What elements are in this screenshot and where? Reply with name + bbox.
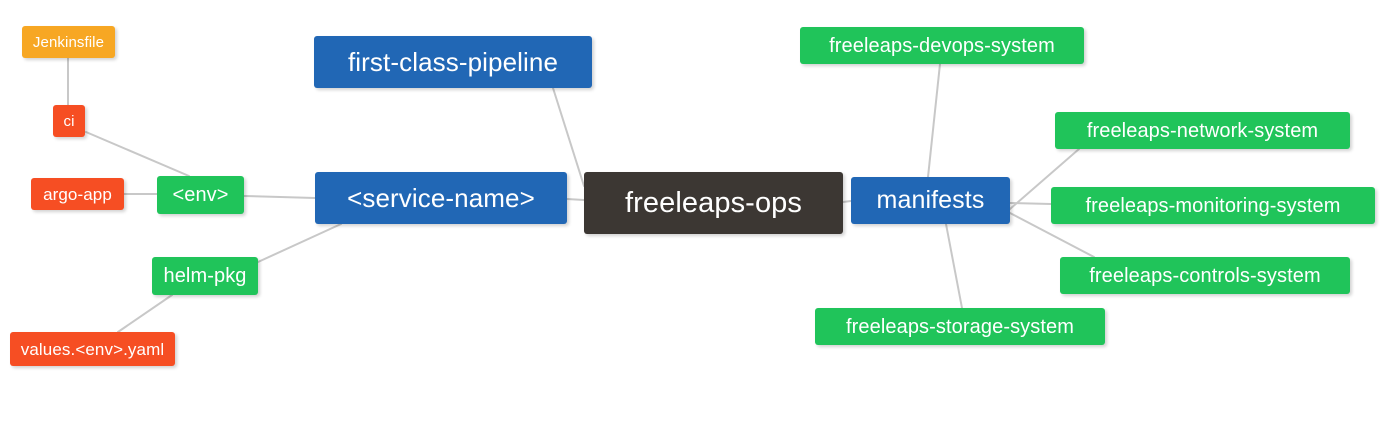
node-helm-pkg[interactable]: helm-pkg (152, 257, 258, 295)
edge-service-name-to-env (243, 195, 316, 199)
node-freeleaps-controls-system[interactable]: freeleaps-controls-system (1060, 257, 1350, 294)
node-freeleaps-ops[interactable]: freeleaps-ops (584, 172, 843, 234)
edge-manifests-to-freeleaps-monitoring-system (1009, 202, 1052, 205)
node-freeleaps-monitoring-system[interactable]: freeleaps-monitoring-system (1051, 187, 1375, 224)
node-manifests[interactable]: manifests (851, 177, 1010, 224)
edge-freeleaps-ops-to-service-name (566, 198, 585, 201)
node-freeleaps-network-system[interactable]: freeleaps-network-system (1055, 112, 1350, 149)
edge-freeleaps-ops-to-manifests (842, 200, 852, 203)
node-freeleaps-devops-system[interactable]: freeleaps-devops-system (800, 27, 1084, 64)
node-jenkinsfile[interactable]: Jenkinsfile (22, 26, 115, 58)
edge-env-to-ci (85, 131, 190, 177)
edge-service-name-to-helm-pkg (257, 223, 342, 263)
edge-manifests-to-freeleaps-storage-system (945, 223, 963, 309)
node-values-env-yaml[interactable]: values.<env>.yaml (10, 332, 175, 366)
node-argo-app[interactable]: argo-app (31, 178, 124, 210)
node-freeleaps-storage-system[interactable]: freeleaps-storage-system (815, 308, 1105, 345)
node-service-name[interactable]: <service-name> (315, 172, 567, 224)
edge-helm-pkg-to-values-env-yaml (117, 294, 173, 333)
node-ci[interactable]: ci (53, 105, 85, 137)
node-first-class-pipeline[interactable]: first-class-pipeline (314, 36, 592, 88)
node-env[interactable]: <env> (157, 176, 244, 214)
edge-manifests-to-freeleaps-devops-system (927, 63, 941, 178)
